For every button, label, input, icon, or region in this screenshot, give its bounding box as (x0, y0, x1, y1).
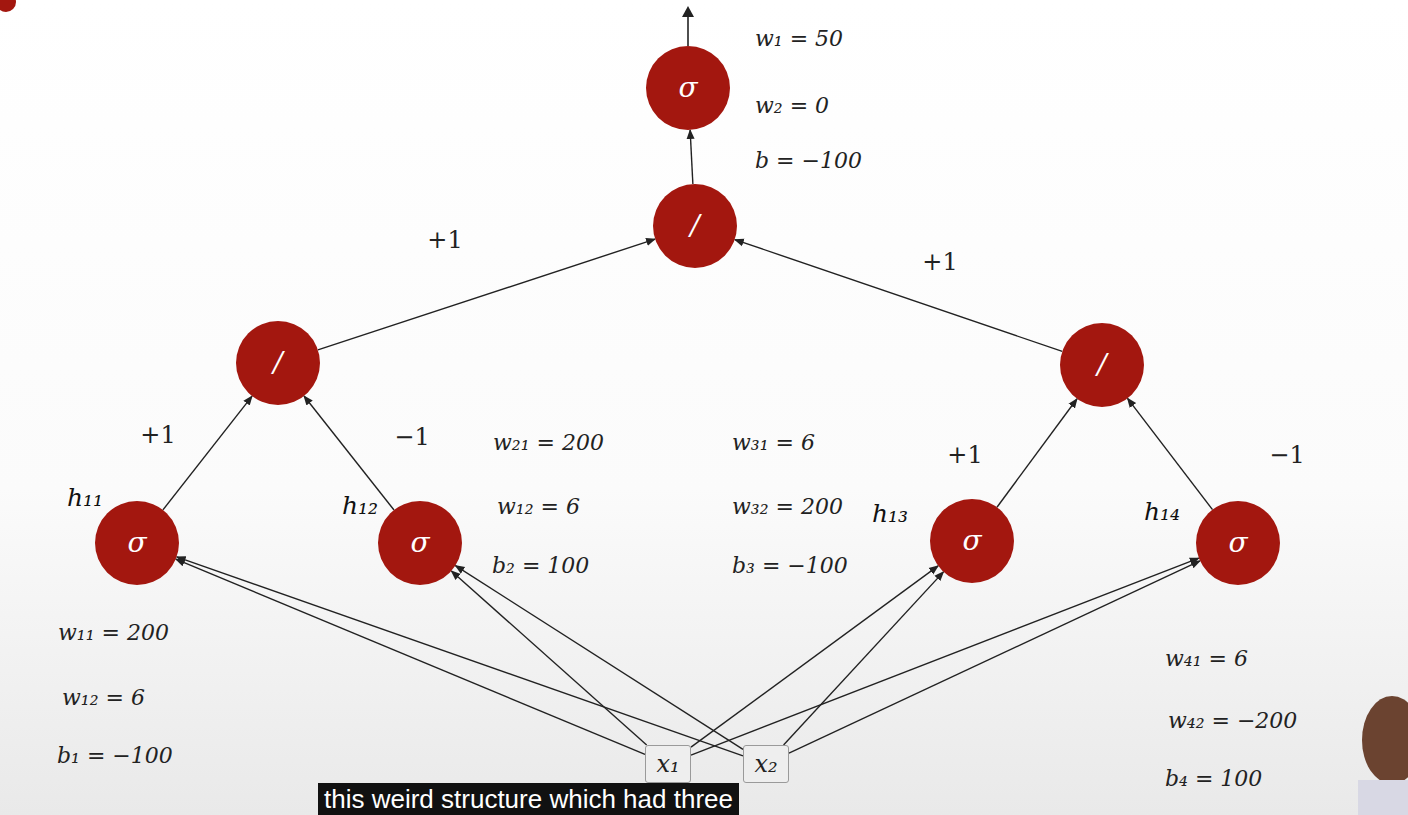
output-arrowhead (682, 6, 694, 17)
neuron-circle: h₁₄σ (1196, 501, 1280, 585)
neuron-circle: h₁₂σ (378, 501, 462, 585)
video-subtitle: this weird structure which had three (318, 783, 739, 815)
connector-arrow (176, 559, 645, 754)
parameter-label: w₁ = 50 (755, 26, 843, 51)
connector-arrow (163, 396, 252, 510)
input-box: x₂ (743, 745, 789, 783)
neuron-symbol: / (1097, 351, 1106, 379)
neuron-name: h₁₃ (872, 499, 908, 528)
connector-arrow (690, 130, 693, 184)
neuron-circle: / (1060, 323, 1144, 407)
connector-arrow (997, 399, 1077, 507)
neuron-symbol: σ (410, 529, 429, 557)
parameter-label: b₃ = −100 (732, 553, 848, 578)
parameter-label: w₁₂ = 6 (497, 494, 580, 519)
presenter-shirt (1358, 780, 1408, 815)
connector-arrow (735, 240, 1063, 352)
weight-label: +1 (427, 226, 462, 254)
neuron-symbol: / (690, 212, 699, 240)
connector-arrow (691, 558, 1199, 755)
parameter-label: w₃₂ = 200 (732, 494, 843, 519)
neuron-symbol: σ (678, 74, 697, 102)
presenter-figure (1362, 696, 1408, 784)
neuron-circle: / (236, 321, 320, 405)
weight-label: +1 (947, 441, 982, 469)
neuron-circle: h₁₁σ (95, 501, 179, 585)
parameter-label: b = −100 (755, 148, 862, 173)
weight-label: −1 (394, 423, 429, 451)
connector-arrow (691, 566, 938, 747)
output-line (687, 14, 689, 46)
connector-arrow (455, 566, 743, 750)
neuron-name: h₁₁ (67, 483, 103, 512)
connector-arrow (789, 561, 1200, 753)
neuron-name: h₁₂ (342, 491, 378, 520)
parameter-label: b₂ = 100 (492, 553, 589, 578)
parameter-label: w₁₂ = 6 (62, 685, 145, 710)
parameter-label: w₄₂ = −200 (1168, 708, 1297, 733)
neuron-name: h₁₄ (1144, 497, 1180, 526)
connector-arrow (177, 557, 743, 756)
neuron-symbol: / (273, 349, 282, 377)
connector-arrow (318, 239, 655, 350)
parameter-label: w₂₁ = 200 (493, 430, 604, 455)
logo-mark (0, 0, 16, 12)
neuron-symbol: σ (962, 527, 981, 555)
parameter-label: w₁₁ = 200 (58, 620, 169, 645)
neuron-circle: σ (646, 46, 730, 130)
weight-label: −1 (1269, 441, 1304, 469)
neuron-symbol: σ (127, 529, 146, 557)
parameter-label: b₁ = −100 (57, 743, 173, 768)
parameter-label: w₃₁ = 6 (732, 430, 815, 455)
weight-label: +1 (922, 248, 957, 276)
connector-arrow (451, 571, 646, 745)
input-name: x₂ (754, 750, 777, 778)
parameter-label: b₄ = 100 (1165, 766, 1262, 791)
neuron-symbol: σ (1228, 529, 1247, 557)
input-box: x₁ (645, 745, 691, 783)
input-name: x₁ (656, 750, 679, 778)
parameter-label: w₄₁ = 6 (1165, 646, 1248, 671)
neuron-circle: h₁₃σ (930, 499, 1014, 583)
weight-label: +1 (140, 421, 175, 449)
parameter-label: w₂ = 0 (755, 93, 829, 118)
neuron-circle: / (653, 184, 737, 268)
connector-arrow (1127, 398, 1212, 509)
